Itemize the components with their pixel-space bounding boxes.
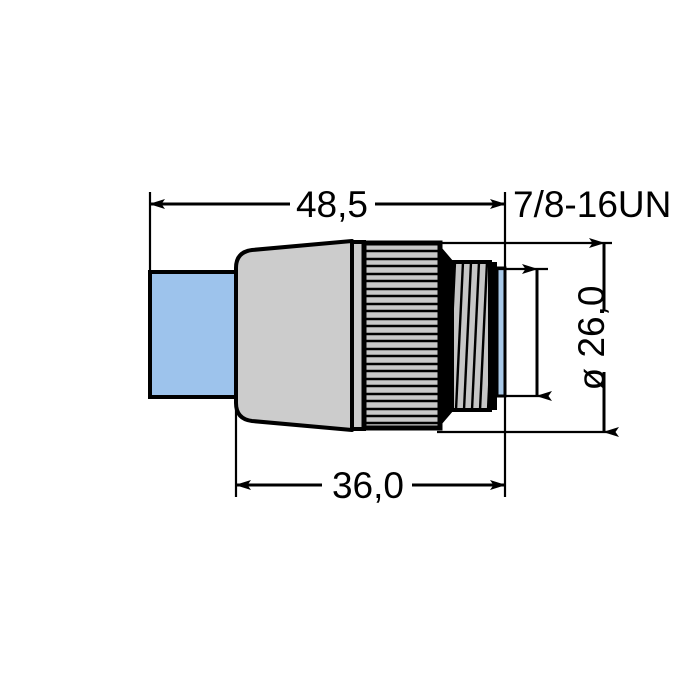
front-seal-ring [495, 266, 507, 398]
dimension-diameter-outer: ø 26,0 [571, 238, 619, 437]
dimension-length-body: 36,0 [235, 465, 506, 506]
knurl-ridges [364, 249, 440, 425]
dim-label-length-overall: 48,5 [296, 184, 368, 225]
extension-lines [148, 192, 612, 497]
cable-stub [148, 270, 247, 399]
front-dark-ring [490, 262, 497, 410]
connector-geometry [148, 239, 507, 432]
dim-label-thread-spec: 7/8-16UN [513, 184, 671, 225]
dimension-thread-spec: 7/8-16UN [513, 184, 671, 401]
overmolded-body [234, 239, 354, 432]
knurl-ridge-group [364, 249, 440, 425]
dimension-length-overall: 48,5 [149, 184, 506, 225]
dim-label-length-body: 36,0 [332, 465, 404, 506]
dim-label-diameter-outer: ø 26,0 [571, 286, 612, 391]
